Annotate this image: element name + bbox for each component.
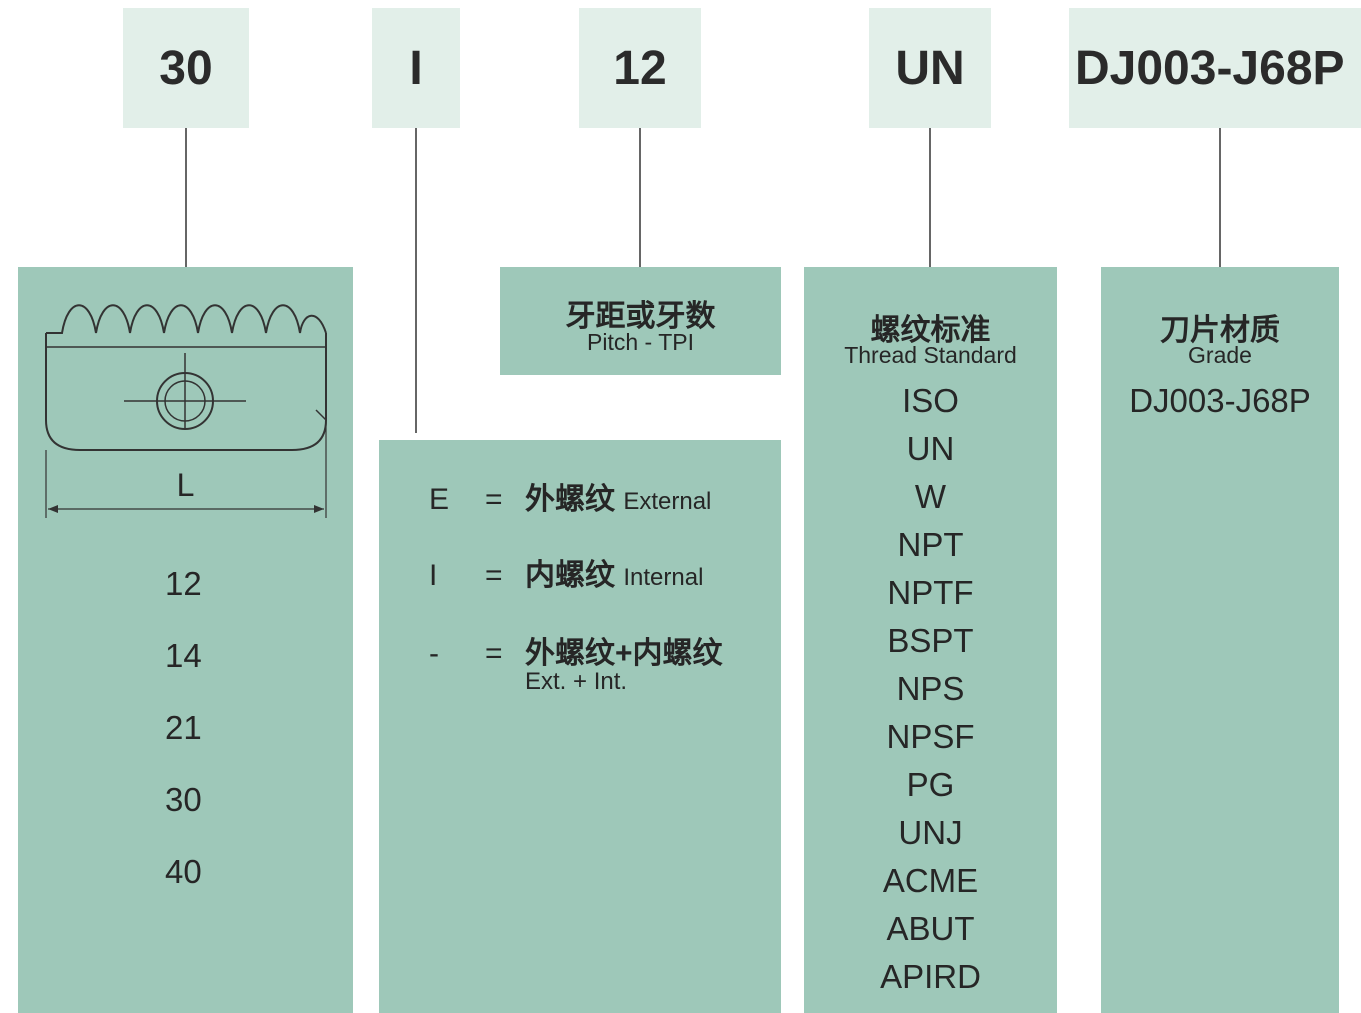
dimension-label: L <box>176 467 195 503</box>
insert-body-outline <box>45 333 327 451</box>
grade-value: DJ003-J68P <box>1129 382 1311 419</box>
grade-panel: 刀片材质 Grade DJ003-J68P <box>1101 267 1339 1013</box>
type-row-internal: I = 内螺纹 Internal <box>429 550 703 594</box>
standard-item-w: W <box>914 478 947 515</box>
connector-length <box>185 128 187 268</box>
standard-item-acme: ACME <box>882 862 979 899</box>
standard-item-npsf: NPSF <box>886 718 975 755</box>
standard-item-nptf: NPTF <box>887 574 974 611</box>
length-value-3: 21 <box>165 709 202 746</box>
type-row-external: E = 外螺纹 External <box>429 474 711 518</box>
code-standard-text: UN <box>895 41 965 95</box>
type-cn: 外螺纹+内螺纹 <box>525 637 723 670</box>
thread-insert-diagram <box>45 304 327 518</box>
standard-item-unj: UNJ <box>898 814 963 851</box>
length-value-4: 30 <box>165 781 202 818</box>
pitch-title-en: Pitch - TPI <box>587 329 694 355</box>
pitch-panel: 牙距或牙数 Pitch - TPI <box>500 267 781 375</box>
standard-title-cn: 螺纹标准 <box>870 314 991 347</box>
thread-teeth <box>46 304 327 334</box>
standard-item-un: UN <box>906 430 955 467</box>
length-value-2: 14 <box>165 637 202 674</box>
mount-hole-inner <box>164 380 206 422</box>
type-symbol: - <box>429 637 439 670</box>
code-grade-text: DJ003-J68P <box>1075 41 1345 95</box>
type-en: External <box>623 488 712 515</box>
type-panel: E=外螺纹 External I=内螺纹 Internal -=外螺纹+内螺纹 … <box>379 440 781 1013</box>
connector-grade <box>1219 128 1221 268</box>
type-cn: 内螺纹 <box>525 559 615 592</box>
length-value-5: 40 <box>165 853 202 890</box>
mount-hole-outer <box>156 372 214 430</box>
code-type: I <box>372 8 460 128</box>
code-pitch-text: 12 <box>613 41 667 95</box>
standard-title-en: Thread Standard <box>844 342 1017 368</box>
code-length-text: 30 <box>159 41 213 95</box>
pitch-title-cn: 牙距或牙数 <box>565 300 716 333</box>
standard-item-bspt: BSPT <box>887 622 974 659</box>
length-panel: L 12 14 21 30 40 <box>18 267 353 1013</box>
type-en-both: Ext. + Int. <box>525 668 628 695</box>
standard-item-abut: ABUT <box>886 910 975 947</box>
code-length: 30 <box>123 8 249 128</box>
standard-panel: 螺纹标准 Thread Standard ISO UN W NPT NPTF B… <box>804 267 1057 1013</box>
connector-standard <box>929 128 931 268</box>
code-standard: UN <box>869 8 991 128</box>
code-pitch: 12 <box>579 8 701 128</box>
connector-type <box>415 128 417 433</box>
grade-title-en: Grade <box>1188 342 1252 368</box>
connector-pitch <box>639 128 641 268</box>
standard-item-nps: NPS <box>896 670 965 707</box>
grade-title-cn: 刀片材质 <box>1160 314 1280 347</box>
standard-item-pg: PG <box>906 766 955 803</box>
type-equals: = <box>485 483 503 516</box>
type-symbol: E <box>429 483 450 516</box>
type-row-both: - = 外螺纹+内螺纹 <box>429 628 723 672</box>
code-type-text: I <box>409 41 423 95</box>
type-en: Internal <box>623 564 704 591</box>
type-symbol: I <box>429 559 438 592</box>
standard-item-npt: NPT <box>897 526 964 563</box>
standard-item-iso: ISO <box>902 382 959 419</box>
type-cn: 外螺纹 <box>525 483 615 516</box>
length-value-1: 12 <box>165 565 202 602</box>
standard-item-apird: APIRD <box>880 958 981 995</box>
type-equals: = <box>485 637 503 670</box>
code-grade: DJ003-J68P <box>1069 8 1361 128</box>
type-equals: = <box>485 559 503 592</box>
